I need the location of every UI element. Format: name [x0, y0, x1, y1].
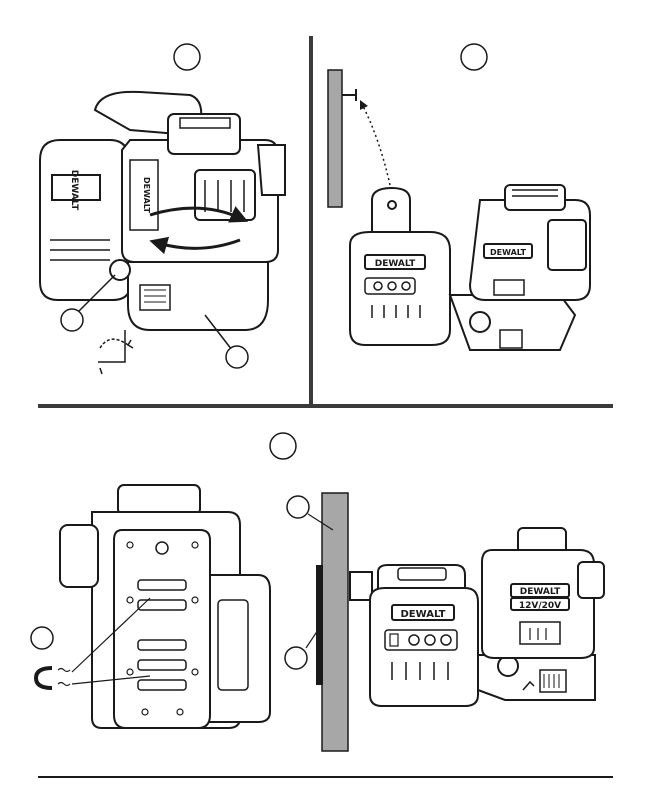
magnet-wave-icon: [58, 669, 70, 686]
horizontal-divider: [38, 404, 613, 408]
laser-brand-label: DEWALT: [142, 177, 151, 214]
laser-base: [128, 262, 268, 330]
wall-strip: [328, 70, 342, 207]
panel-c-laser-brand-label: DEWALT: [520, 587, 561, 597]
vertical-divider: [309, 36, 313, 406]
wall-screw: [342, 89, 356, 101]
callout-wall: [287, 496, 309, 518]
panel-c: DEWALT DEWALT 12V/20V: [31, 433, 604, 751]
panel-b: DEWALT DEWALT: [328, 44, 590, 350]
voltage-label: 12V/20V: [519, 601, 561, 611]
mounted-laser: DEWALT: [470, 185, 590, 300]
panel-a-label-circle: [174, 44, 200, 70]
mounted-laser-brand-label: DEWALT: [490, 248, 527, 257]
panel-c-laser: DEWALT 12V/20V: [482, 528, 604, 658]
bracket-brand-label: DEWALT: [375, 259, 416, 269]
panel-a: DEWALT DEWALT: [40, 44, 285, 374]
panel-b-label-circle: [461, 44, 487, 70]
callout-strip: [285, 647, 307, 669]
callout-magnet: [31, 627, 53, 649]
laser-body: DEWALT: [122, 114, 285, 262]
footer-rule: [38, 776, 613, 778]
panel-c-bracket-brand-label: DEWALT: [401, 609, 446, 620]
callout-knob: [61, 309, 83, 331]
callout-base: [226, 346, 248, 368]
battery-brand-label: DEWALT: [69, 170, 79, 211]
angle-symbol: [98, 330, 133, 374]
magnet-icon: [36, 668, 52, 688]
laser-back-view: [60, 485, 270, 728]
metal-wall: [322, 493, 348, 751]
magnetic-strip: [316, 565, 323, 685]
lift-direction-arrow: [362, 104, 390, 185]
panel-c-label-circle: [270, 433, 296, 459]
